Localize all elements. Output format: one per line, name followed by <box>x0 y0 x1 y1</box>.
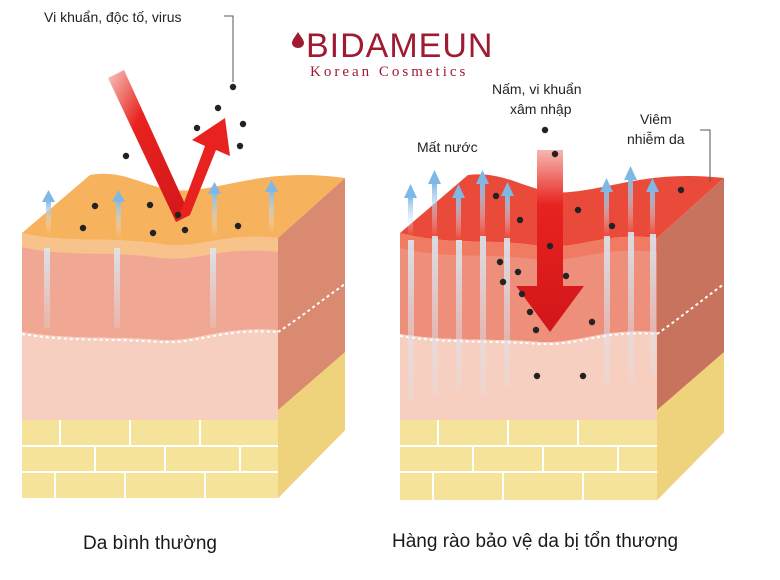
damaged-fat-layer <box>400 420 657 500</box>
drop-icon <box>292 32 304 48</box>
particle <box>149 229 157 237</box>
damaged-moisture-columns <box>408 232 656 400</box>
leader-line-pathogens <box>224 15 234 82</box>
particle <box>608 222 616 230</box>
particle <box>146 201 154 209</box>
particle <box>574 206 582 214</box>
particle <box>579 372 587 380</box>
particle <box>499 278 507 286</box>
particle <box>514 268 522 276</box>
particle <box>193 124 201 132</box>
particle <box>518 290 526 298</box>
particle <box>181 226 189 234</box>
particle <box>526 308 534 316</box>
particle <box>516 216 524 224</box>
particle <box>546 242 554 250</box>
particle <box>562 272 570 280</box>
caption-damaged-skin: Hàng rào bảo vệ da bị tổn thương <box>392 531 679 552</box>
damaged-stratum <box>400 233 657 261</box>
normal-dermis <box>22 329 278 420</box>
label-inflammation-line2: nhiễm da <box>627 131 685 147</box>
particle <box>236 142 244 150</box>
damaged-basement-line <box>399 332 658 346</box>
normal-fat-layer <box>22 420 278 498</box>
label-dehydration: Mất nước <box>417 139 478 155</box>
incoming-pathogen-arrow <box>108 70 190 222</box>
normal-side-ridge <box>277 283 346 333</box>
particle <box>588 318 596 326</box>
brand-name: BIDAMEUN <box>306 27 494 65</box>
particle <box>122 152 130 160</box>
label-inflammation-line1: Viêm <box>640 111 672 127</box>
particle <box>229 83 237 91</box>
normal-moisture-arrows <box>42 180 278 238</box>
particle <box>541 126 549 134</box>
damaged-side-ridge <box>656 283 725 335</box>
particle <box>677 186 685 194</box>
label-fungi-line2: xâm nhập <box>510 101 572 117</box>
normal-moisture-columns <box>44 248 216 328</box>
normal-skin-block <box>21 70 346 498</box>
particle <box>496 258 504 266</box>
particle <box>533 372 541 380</box>
damaged-dermis <box>400 331 657 420</box>
particle <box>532 326 540 334</box>
brand-tagline: Korean Cosmetics <box>310 64 469 80</box>
damaged-moisture-arrows <box>404 166 659 240</box>
normal-basement-line <box>21 330 279 344</box>
particle <box>551 150 559 158</box>
normal-skin-side-fat <box>278 352 345 498</box>
particle <box>91 202 99 210</box>
brand-logo: BIDAMEUN Korean Cosmetics <box>292 28 493 81</box>
particle <box>492 192 500 200</box>
label-pathogens: Vi khuẩn, độc tố, virus <box>44 9 182 25</box>
damaged-fat-cells <box>400 420 657 500</box>
particle <box>234 222 242 230</box>
damaged-skin-side-fat <box>657 352 724 500</box>
particle <box>79 224 87 232</box>
caption-normal-skin: Da bình thường <box>83 533 217 554</box>
penetration-arrow <box>516 150 584 332</box>
pathogen-particles <box>79 83 685 380</box>
particle <box>239 120 247 128</box>
particle <box>214 104 222 112</box>
particle <box>174 211 182 219</box>
label-fungi-line1: Nấm, vi khuẩn <box>492 81 582 97</box>
normal-fat-cells <box>22 420 278 498</box>
deflected-arrow <box>176 118 230 222</box>
damaged-skin-block <box>399 150 725 500</box>
leader-line-inflammation <box>700 129 711 182</box>
